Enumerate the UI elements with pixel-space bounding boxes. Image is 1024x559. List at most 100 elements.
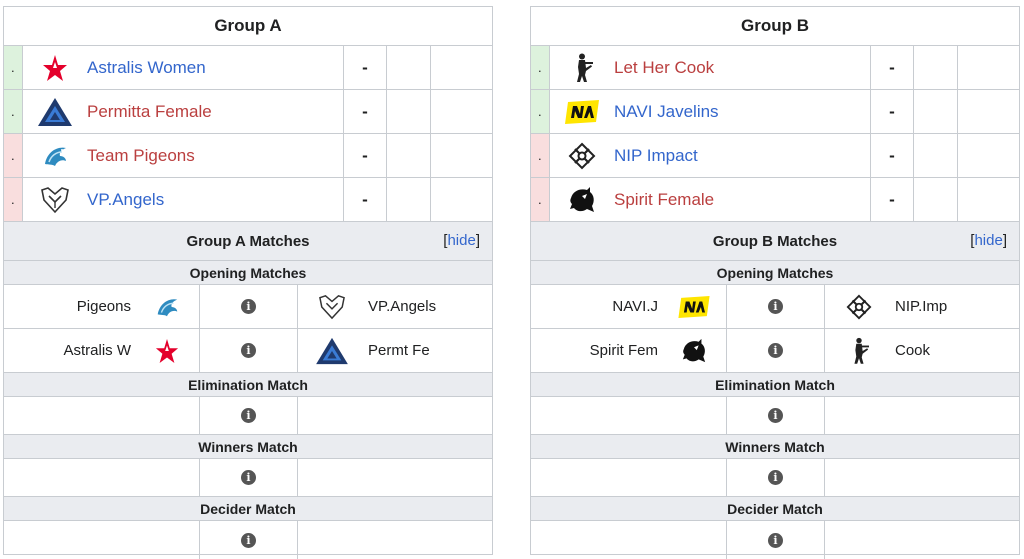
standings-row: . Permitta Female - <box>4 90 492 134</box>
match-info-cell: i <box>727 521 825 559</box>
empty-cell <box>958 90 1019 133</box>
nip-logo-icon <box>837 294 881 320</box>
team-link[interactable]: Permitta Female <box>87 90 344 133</box>
match-left-team: Spirit Fem <box>531 329 727 372</box>
info-icon[interactable]: i <box>768 470 783 485</box>
empty-cell <box>914 134 958 177</box>
status-strip: . <box>4 134 23 177</box>
info-icon[interactable]: i <box>241 470 256 485</box>
match-info-cell: i <box>200 521 298 559</box>
permitta-logo-icon <box>310 337 354 365</box>
astralis-logo-icon <box>145 338 189 364</box>
team-link[interactable]: Team Pigeons <box>87 134 344 177</box>
section-label: Opening Matches <box>4 261 492 285</box>
section-label: Winners Match <box>4 435 492 459</box>
navi-logo-icon <box>672 295 716 318</box>
hide-toggle: [hide] <box>970 232 1007 249</box>
empty-cell <box>431 134 492 177</box>
counter-strike-soldier-icon[interactable] <box>550 46 614 89</box>
info-icon[interactable]: i <box>768 408 783 423</box>
match-right-team <box>825 459 1019 496</box>
info-icon[interactable]: i <box>241 532 256 548</box>
match-left-team: Pigeons <box>4 285 200 328</box>
info-icon[interactable]: i <box>241 299 256 314</box>
empty-cell <box>958 46 1019 89</box>
info-icon[interactable]: i <box>768 343 783 358</box>
pigeons-logo-icon[interactable] <box>23 134 87 177</box>
match-info-cell: i <box>200 397 298 434</box>
match-left-team <box>4 521 200 559</box>
info-icon[interactable]: i <box>768 532 783 548</box>
left-team-name: Astralis W <box>63 342 132 359</box>
right-team-name: Permt Fe <box>368 342 430 359</box>
score: - <box>344 46 387 89</box>
team-link[interactable]: VP.Angels <box>87 178 344 221</box>
standings-row: . Spirit Female - <box>531 178 1019 222</box>
match-right-team <box>825 397 1019 434</box>
rank-marker: . <box>538 60 542 75</box>
match-left-team <box>531 521 727 559</box>
match-info-cell: i <box>727 329 825 372</box>
info-icon[interactable]: i <box>241 343 256 358</box>
match-left-team <box>531 459 727 496</box>
info-icon[interactable]: i <box>241 408 256 423</box>
match-left-team: Astralis W <box>4 329 200 372</box>
matches-header: Group B Matches [hide] <box>531 222 1019 261</box>
info-icon[interactable]: i <box>768 299 783 314</box>
match-info-cell: i <box>200 329 298 372</box>
match-info-cell: i <box>727 285 825 328</box>
match-row: i <box>4 521 492 559</box>
match-right-team: Permt Fe <box>298 329 492 372</box>
status-strip: . <box>531 46 550 89</box>
match-info-cell: i <box>200 285 298 328</box>
match-row: Spirit Fem i Cook <box>531 329 1019 373</box>
rank-marker: . <box>538 104 542 119</box>
hide-link[interactable]: hide <box>447 232 476 249</box>
section-label: Winners Match <box>531 435 1019 459</box>
standings-row: . NAVI Javelins - <box>531 90 1019 134</box>
standings-row: . VP.Angels - <box>4 178 492 222</box>
team-link[interactable]: Let Her Cook <box>614 46 871 89</box>
empty-cell <box>431 46 492 89</box>
astralis-logo-icon[interactable] <box>23 46 87 89</box>
empty-cell <box>914 46 958 89</box>
match-right-team <box>298 521 492 559</box>
score: - <box>871 178 914 221</box>
match-right-team <box>298 459 492 496</box>
section-label: Decider Match <box>4 497 492 521</box>
status-strip: . <box>4 178 23 221</box>
team-link[interactable]: Spirit Female <box>614 178 871 221</box>
empty-cell <box>431 178 492 221</box>
status-strip: . <box>531 90 550 133</box>
permitta-logo-icon[interactable] <box>23 90 87 133</box>
score: - <box>344 134 387 177</box>
nip-logo-icon[interactable] <box>550 134 614 177</box>
team-link[interactable]: NIP Impact <box>614 134 871 177</box>
section-label: Elimination Match <box>4 373 492 397</box>
right-team-name: VP.Angels <box>368 298 437 315</box>
team-link[interactable]: NAVI Javelins <box>614 90 871 133</box>
team-link[interactable]: Astralis Women <box>87 46 344 89</box>
standings-row: . Let Her Cook - <box>531 46 1019 90</box>
match-row: i <box>4 397 492 435</box>
rank-marker: . <box>11 104 15 119</box>
vp-logo-icon[interactable] <box>23 178 87 221</box>
standings-row: . Astralis Women - <box>4 46 492 90</box>
navi-logo-icon[interactable] <box>550 90 614 133</box>
group-a-table: Group A . Astralis Women - . Permitta Fe… <box>3 6 493 559</box>
hide-link[interactable]: hide <box>974 232 1003 249</box>
match-right-team <box>825 521 1019 559</box>
left-team-name: Pigeons <box>76 298 131 315</box>
match-right-team: NIP.Imp <box>825 285 1019 328</box>
matches-title: Group A Matches <box>186 232 310 250</box>
matches-header: Group A Matches [hide] <box>4 222 492 261</box>
group-b-table: Group B . Let Her Cook - . NAVI Javelins… <box>530 6 1020 559</box>
matches-title: Group B Matches <box>712 232 838 250</box>
empty-cell <box>431 90 492 133</box>
spirit-logo-icon[interactable] <box>550 178 614 221</box>
rank-marker: . <box>538 148 542 163</box>
status-strip: . <box>531 178 550 221</box>
counter-strike-soldier-icon <box>837 337 881 365</box>
left-team-name: NAVI.J <box>612 298 658 315</box>
empty-cell <box>958 134 1019 177</box>
